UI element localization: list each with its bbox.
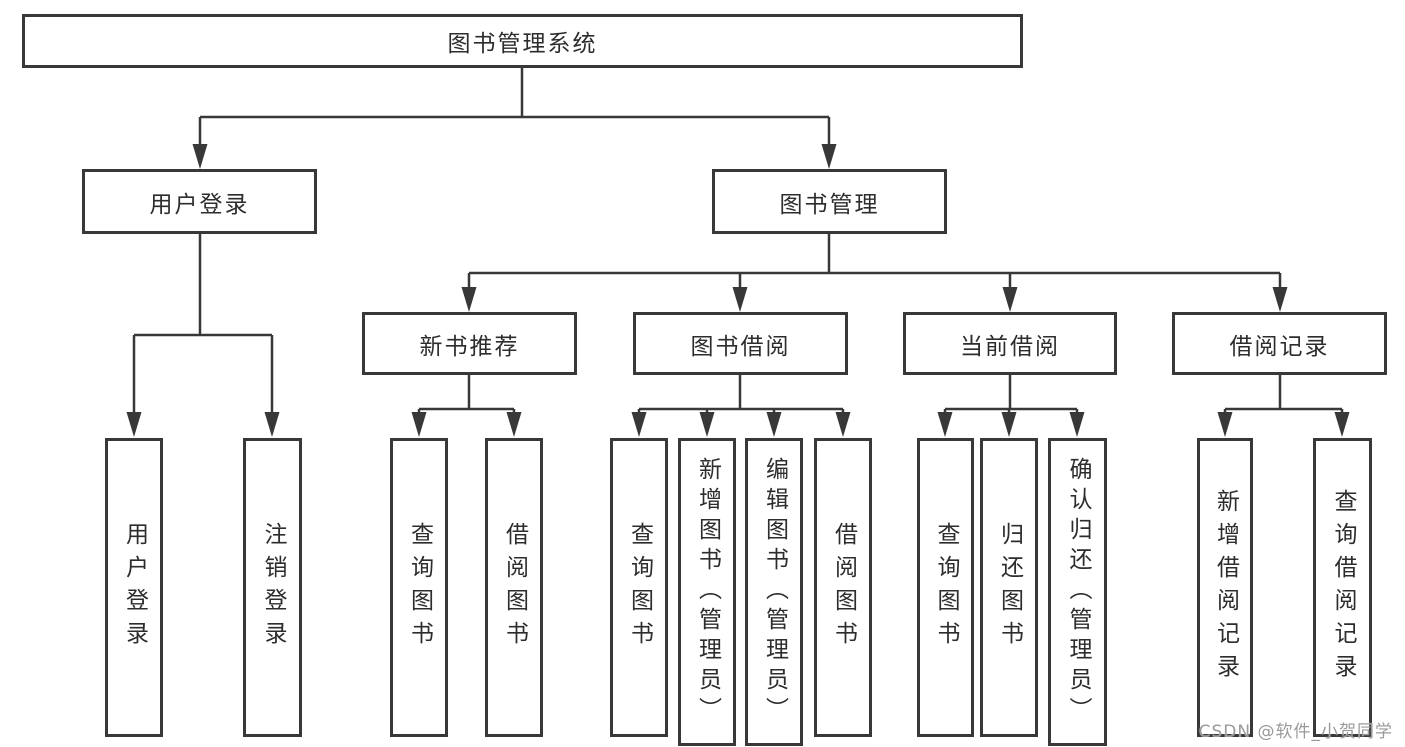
leaf-borrow-books-recommend: 借阅图书 bbox=[485, 438, 543, 737]
node-user-login: 用户登录 bbox=[82, 169, 317, 234]
leaf-borrow-books: 借阅图书 bbox=[814, 438, 872, 737]
leaf-logout-label: 注销登录 bbox=[260, 521, 286, 654]
node-new-book-recommend-label: 新书推荐 bbox=[419, 333, 520, 360]
leaf-edit-books-admin-label: 编辑图书（管理员） bbox=[761, 457, 788, 727]
leaf-logout: 注销登录 bbox=[243, 438, 302, 737]
node-current-borrow: 当前借阅 bbox=[903, 312, 1117, 375]
leaf-edit-books-admin: 编辑图书（管理员） bbox=[745, 438, 803, 746]
node-user-login-label: 用户登录 bbox=[149, 191, 250, 218]
leaf-query-books-recommend: 查询图书 bbox=[390, 438, 448, 737]
node-current-borrow-label: 当前借阅 bbox=[960, 333, 1060, 360]
leaf-borrow-books-recommend-label: 借阅图书 bbox=[501, 521, 528, 654]
node-borrow-records: 借阅记录 bbox=[1172, 312, 1387, 375]
leaf-user-login-label: 用户登录 bbox=[121, 521, 148, 654]
leaf-return-books: 归还图书 bbox=[980, 438, 1038, 737]
leaf-return-books-label: 归还图书 bbox=[996, 521, 1023, 654]
leaf-query-books-current: 查询图书 bbox=[917, 438, 974, 737]
node-new-book-recommend: 新书推荐 bbox=[362, 312, 577, 375]
node-root: 图书管理系统 bbox=[22, 14, 1023, 68]
node-book-management: 图书管理 bbox=[712, 169, 947, 234]
leaf-query-books-recommend-label: 查询图书 bbox=[406, 521, 433, 654]
leaf-query-borrow-record: 查询借阅记录 bbox=[1313, 438, 1372, 737]
leaf-query-books-borrow: 查询图书 bbox=[610, 438, 668, 737]
leaf-query-books-current-label: 查询图书 bbox=[933, 521, 959, 654]
leaf-query-books-borrow-label: 查询图书 bbox=[626, 521, 653, 654]
leaf-add-books-admin: 新增图书（管理员） bbox=[678, 438, 736, 746]
node-borrow-records-label: 借阅记录 bbox=[1229, 333, 1330, 360]
leaf-add-books-admin-label: 新增图书（管理员） bbox=[694, 457, 721, 727]
leaf-confirm-return-admin: 确认归还（管理员） bbox=[1048, 438, 1107, 746]
leaf-user-login: 用户登录 bbox=[105, 438, 163, 737]
leaf-query-borrow-record-label: 查询借阅记录 bbox=[1330, 488, 1356, 687]
watermark: CSDN @软件_小贺同学 bbox=[1198, 722, 1393, 742]
node-book-management-label: 图书管理 bbox=[779, 191, 880, 218]
leaf-add-borrow-record: 新增借阅记录 bbox=[1197, 438, 1253, 737]
node-book-borrow-label: 图书借阅 bbox=[690, 333, 791, 360]
node-book-borrow: 图书借阅 bbox=[633, 312, 848, 375]
leaf-borrow-books-label: 借阅图书 bbox=[830, 521, 857, 654]
node-root-label: 图书管理系统 bbox=[447, 31, 598, 57]
leaf-add-borrow-record-label: 新增借阅记录 bbox=[1212, 488, 1239, 687]
leaf-confirm-return-admin-label: 确认归还（管理员） bbox=[1065, 457, 1091, 727]
